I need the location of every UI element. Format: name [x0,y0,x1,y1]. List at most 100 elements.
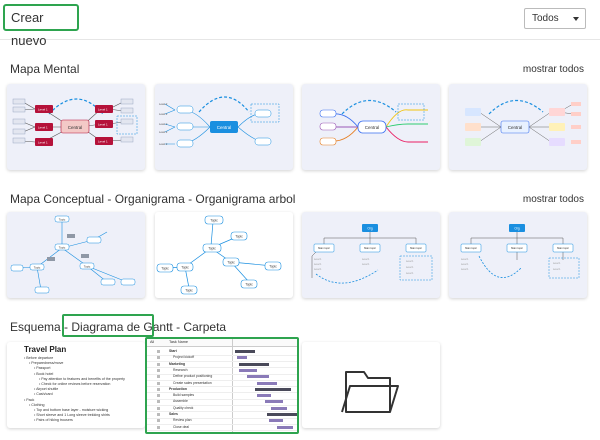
section-title-mind-map: Mapa Mental [10,62,80,76]
show-all-mind-map-link[interactable]: mostrar todos [522,64,584,75]
svg-text:Topic: Topic [269,265,277,269]
svg-text:Main topic: Main topic [318,246,331,250]
gantt-row-label: Project kickoff [173,355,195,360]
gantt-row-label: Start [169,349,177,353]
gantt-row-divider [147,417,297,419]
gantt-row-divider [147,405,297,406]
outline-title: Travel Plan [24,345,67,354]
outline-item: • Book hotel [34,371,54,376]
gantt-row-divider [147,411,297,413]
template-card-mind-map-4[interactable]: Central [449,84,587,170]
section-title-outline-post: - Carpeta [172,320,227,334]
gantt-row-divider [147,367,297,369]
create-new-button[interactable]: Crear nuevo [3,4,79,48]
gantt-row-label: Sales [169,412,178,416]
gantt-row-divider [147,386,297,388]
section-title-outline-pre: Esquema - [10,320,72,334]
svg-text:Topic: Topic [235,235,243,239]
gantt-row-label: Production [169,386,187,391]
svg-text:Level 1: Level 1 [406,267,414,269]
svg-text:Topic: Topic [208,247,216,251]
outline-item: • Preparedness/move [29,361,64,366]
central-label-2: Central [217,125,232,130]
svg-text:Topic: Topic [185,289,193,293]
svg-text:Level 2: Level 2 [159,130,168,134]
gantt-col-task: Task Name [169,340,188,344]
gantt-row-marker [157,394,160,398]
svg-text:Topic: Topic [161,267,169,271]
svg-text:Level 2: Level 2 [159,102,168,106]
gantt-row-marker [157,368,160,372]
outline-item: • Short sleeve and 1 Long sleeve trekkin… [34,413,110,418]
outline-item: • Airport shuttle [34,387,59,392]
svg-text:Main topic: Main topic [465,246,478,250]
svg-text:Topic: Topic [84,265,91,269]
top-bar: Crear nuevo Todos [0,0,600,48]
svg-text:Level 1: Level 1 [98,140,108,144]
template-card-outline[interactable]: Travel Plan • Before departure• Prepared… [7,342,145,428]
gantt-row-marker [157,381,160,385]
gantt-bar [247,375,269,379]
svg-text:Topic: Topic [181,266,189,270]
svg-text:Main topic: Main topic [410,246,423,250]
svg-text:Level 2: Level 2 [159,112,168,116]
svg-text:Level 1: Level 1 [553,269,561,271]
section-title-concept-map: Mapa Conceptual - Organigrama - Organigr… [10,192,296,206]
gantt-bar [257,381,277,385]
gantt-row-label: Define product positioning [173,374,213,379]
gantt-bar [277,425,293,429]
gantt-row-label: Research [173,367,188,372]
outline-item: • Passport [34,366,51,371]
gantt-row-label: Review plan [173,418,192,423]
section-title-gantt: Diagrama de Gantt [71,320,173,334]
svg-text:Level 1: Level 1 [98,123,108,127]
svg-text:Level 1: Level 1 [461,259,469,261]
gantt-row-marker [157,375,160,379]
gantt-bar [239,368,257,372]
svg-text:Org: Org [514,227,520,231]
show-all-concept-map-link[interactable]: mostrar todos [522,194,584,205]
gantt-bar [269,419,283,423]
gantt-row-label: Close deal [173,424,190,429]
svg-text:Level 1: Level 1 [362,259,370,261]
folder-icon [341,371,399,413]
gantt-bar [257,394,271,398]
gantt-bar [271,406,287,410]
svg-text:Main topic: Main topic [364,246,377,250]
gantt-bar [267,413,297,416]
gantt-row-label: Create sales presentation [173,380,212,385]
gantt-row-divider [147,392,297,394]
gantt-row-label: Marketing [169,361,186,366]
svg-text:Level 1: Level 1 [461,269,469,271]
gantt-row-marker [157,356,160,360]
filter-dropdown[interactable]: Todos [524,8,586,29]
gantt-row-divider [147,430,297,432]
gantt-row-marker [157,387,160,391]
svg-text:Level 1: Level 1 [314,264,322,266]
gantt-row-label: Assemble [173,399,188,404]
template-card-mind-map-3[interactable]: Central [302,84,440,170]
filter-value: Todos [532,13,559,24]
template-card-folder[interactable] [302,342,440,428]
gantt-row-label: Quality check [173,405,194,410]
outline-item: • Before departure [24,356,54,360]
outline-item: • Cash/card [34,392,53,397]
concept-topic-label: Topic [210,219,218,223]
svg-text:Level 1: Level 1 [38,141,48,145]
gantt-bar [237,356,247,360]
svg-text:Topic: Topic [245,283,253,287]
svg-text:Topic: Topic [227,261,235,265]
svg-text:Level 1: Level 1 [98,108,108,112]
gantt-bar [265,400,283,404]
central-label-3: Central [365,125,380,130]
gantt-row-divider [147,398,297,400]
central-label: Central [68,125,83,130]
gantt-row-divider [147,373,297,375]
